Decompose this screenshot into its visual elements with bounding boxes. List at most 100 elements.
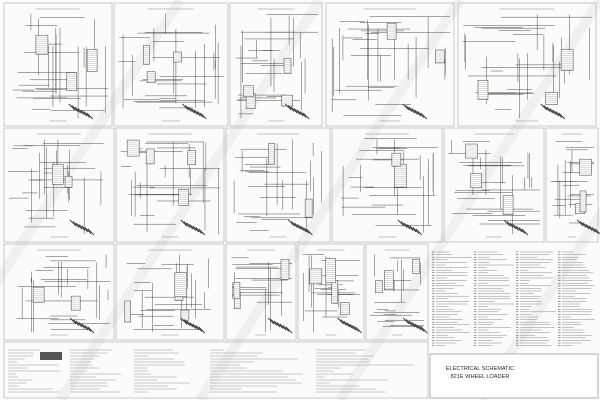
schematic-panel: [331, 127, 443, 243]
terminal-mark: [303, 227, 310, 234]
panel-connectors: [124, 272, 206, 334]
connector-block: [124, 300, 131, 323]
panel-connectors: [477, 49, 574, 120]
schematic-panel: [115, 127, 225, 243]
title-block-frame: [429, 353, 599, 399]
terminal-mark: [75, 320, 83, 328]
terminal-mark: [183, 319, 191, 326]
terminal-mark: [302, 112, 310, 120]
connector-block: [243, 85, 254, 98]
terminal-mark: [198, 326, 206, 334]
terminal-mark: [71, 105, 79, 112]
notes-block: [8, 349, 61, 393]
terminal-mark: [74, 106, 82, 114]
schematic-panel: [297, 243, 365, 341]
connector-block: [412, 259, 420, 274]
terminal-mark: [403, 222, 411, 230]
terminal-mark: [68, 103, 76, 111]
connector-block: [283, 58, 292, 74]
panel-connectors: [391, 152, 423, 236]
panel-wiring: [124, 254, 211, 332]
component-legend: [432, 251, 595, 346]
terminal-mark: [337, 317, 344, 325]
terminal-mark: [200, 112, 207, 120]
panel-connectors: [575, 158, 600, 235]
panel-frame: [331, 127, 443, 243]
panel-wiring: [331, 16, 450, 116]
title-line-2: 821E WHEEL LOADER: [451, 374, 510, 380]
terminal-mark: [397, 219, 405, 227]
terminal-mark: [195, 325, 203, 332]
connector-block: [384, 270, 394, 291]
legend-column: [558, 251, 595, 346]
connector-block: [86, 49, 98, 72]
title-line-1: ELECTRICAL SCHEMATIC: [446, 366, 514, 372]
terminal-mark: [185, 105, 192, 112]
terminal-mark: [191, 108, 198, 115]
panel-wiring: [370, 254, 424, 327]
terminal-mark: [192, 225, 200, 233]
terminal-mark: [276, 322, 284, 329]
connector-block: [465, 143, 478, 159]
terminal-mark: [594, 228, 600, 235]
panel-frame: [3, 127, 115, 243]
panel-frame: [325, 2, 455, 127]
terminal-mark: [290, 106, 298, 114]
schematic-panel: [115, 243, 225, 341]
terminal-mark: [506, 221, 514, 228]
terminal-mark: [284, 103, 292, 111]
terminal-mark: [180, 317, 188, 325]
terminal-mark: [87, 326, 95, 334]
terminal-mark: [75, 222, 83, 230]
terminal-mark: [588, 225, 596, 233]
schematic-panel: [3, 243, 115, 341]
manufacturer-logo: [40, 352, 62, 360]
connector-block: [477, 80, 489, 100]
terminal-mark: [411, 322, 419, 329]
connector-block: [146, 71, 156, 84]
terminal-mark: [349, 323, 356, 331]
panel-connectors: [243, 58, 310, 120]
terminal-mark: [81, 225, 89, 233]
panel-connectors: [233, 258, 293, 334]
terminal-mark: [299, 111, 307, 118]
terminal-mark: [195, 227, 203, 234]
legend-column: [516, 251, 556, 346]
panel-wiring: [302, 254, 360, 332]
terminal-mark: [579, 221, 587, 228]
connector-block: [66, 72, 78, 91]
terminal-mark: [180, 219, 188, 227]
notes-block: [210, 349, 303, 393]
schematic-panel: [225, 127, 331, 243]
terminal-mark: [408, 106, 416, 114]
terminal-mark: [408, 320, 416, 328]
terminal-mark: [582, 222, 590, 230]
schematic-panel: [225, 243, 297, 341]
schematic-panel: [3, 2, 113, 127]
panel-connectors: [35, 34, 98, 120]
terminal-mark: [406, 224, 414, 231]
notes-block: [134, 349, 190, 393]
connector-block: [470, 173, 482, 188]
watermark-band: [55, 0, 325, 400]
terminal-mark: [72, 221, 80, 228]
panel-wiring: [550, 140, 594, 224]
panel-frame: [3, 2, 113, 127]
connector-block: [331, 280, 339, 304]
connector-block: [309, 268, 323, 285]
schematic-panel: [457, 2, 597, 127]
terminal-mark: [287, 105, 295, 112]
terminal-mark: [543, 105, 551, 112]
panel-connectors: [143, 45, 207, 120]
terminal-mark: [194, 109, 201, 117]
panel-wiring: [233, 139, 322, 233]
terminal-mark: [518, 227, 526, 234]
panel-frame: [545, 127, 599, 243]
panel-wiring: [16, 254, 110, 332]
terminal-mark: [294, 222, 301, 230]
terminal-mark: [78, 224, 86, 231]
notes-frame: [3, 341, 429, 399]
connector-block: [35, 34, 49, 55]
panel-frame: [225, 243, 297, 341]
watermark-band: [335, 0, 600, 400]
